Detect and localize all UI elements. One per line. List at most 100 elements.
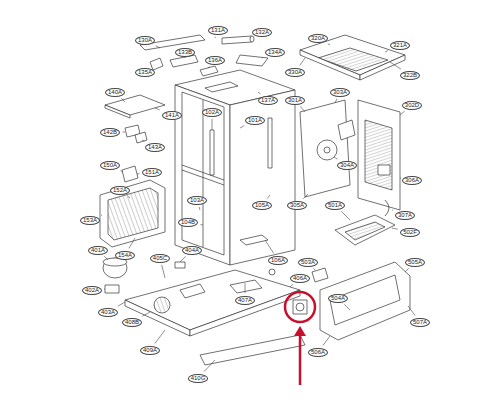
leader-line xyxy=(341,211,350,220)
leader-line xyxy=(265,240,274,253)
leader-line xyxy=(323,336,330,346)
callout-number: 304A xyxy=(337,161,357,170)
leader-line xyxy=(390,62,401,69)
leader-line xyxy=(104,256,108,260)
callout-number: 307A xyxy=(395,211,415,220)
callout-number: 330A xyxy=(285,68,305,77)
leader-line xyxy=(290,284,293,287)
leader-line xyxy=(151,66,153,68)
leader-line xyxy=(240,126,244,128)
callout-number: 406A xyxy=(290,274,310,283)
lower-cover xyxy=(320,262,410,340)
callout-number: 151A xyxy=(142,168,162,177)
leader-line xyxy=(180,256,186,262)
leader-line xyxy=(262,57,264,58)
callout-number: 408B xyxy=(122,318,142,327)
leader-line xyxy=(400,111,405,115)
callout-number: 504A xyxy=(328,294,348,303)
bracket xyxy=(338,120,355,140)
leader-line xyxy=(392,228,398,229)
callout-number: 305A xyxy=(287,201,307,210)
callout-number: 137A xyxy=(258,96,278,105)
leader-line xyxy=(121,98,125,102)
callout-number: 105A xyxy=(252,201,272,210)
callout-number: 103A xyxy=(187,196,207,205)
callout-number: 502F xyxy=(400,228,420,237)
leader-line xyxy=(121,171,123,172)
leader-line xyxy=(245,283,246,293)
leader-line xyxy=(204,360,215,372)
leader-line xyxy=(328,44,330,45)
leader-line xyxy=(385,51,388,52)
leader-line xyxy=(334,157,338,159)
leader-line xyxy=(400,178,402,179)
leader-line xyxy=(200,224,203,226)
leader-line xyxy=(155,108,160,110)
leader-line xyxy=(155,330,165,344)
callout-number: 154A xyxy=(115,251,135,260)
callout-number: 152A xyxy=(110,186,130,195)
callout-number: 407A xyxy=(235,296,255,305)
back-panel xyxy=(358,100,400,210)
callout-number: 131A xyxy=(208,26,228,35)
callout-number: 503A xyxy=(298,258,318,267)
leader-line xyxy=(104,289,106,290)
callout-number: 507A xyxy=(410,318,430,327)
callout-number: 404A xyxy=(182,246,202,255)
callout-number: 403A xyxy=(98,308,118,317)
callout-number: 101A xyxy=(245,116,265,125)
front-bar xyxy=(200,335,305,365)
fan-motor-part xyxy=(293,300,307,314)
callout-number: 104B xyxy=(178,218,198,227)
leader-line xyxy=(118,302,125,306)
leader-line xyxy=(314,268,315,270)
callout-number: 410G xyxy=(188,374,209,383)
leader-line xyxy=(212,119,213,130)
leader-line xyxy=(128,196,130,198)
top-bracket xyxy=(170,55,198,67)
leader-line xyxy=(185,57,186,58)
leader-line xyxy=(123,132,125,133)
leader-line xyxy=(101,215,103,216)
duct-cover xyxy=(300,100,350,197)
leader-line xyxy=(137,173,140,174)
callout-number: 140A xyxy=(105,88,125,97)
small-part xyxy=(122,166,138,182)
callout-number: 409A xyxy=(140,346,160,355)
callout-number: 501A xyxy=(325,201,345,210)
callout-number: 505A xyxy=(405,258,425,267)
callout-number: 506A xyxy=(308,348,328,357)
callout-number: 303A xyxy=(330,88,350,97)
callout-number: 132A xyxy=(252,28,272,37)
leader-line xyxy=(405,268,409,272)
callout-number: 102A xyxy=(202,108,222,117)
callout-number: 142B xyxy=(100,128,120,137)
fan-motor xyxy=(317,140,337,160)
leader-line xyxy=(344,304,350,310)
side-panel xyxy=(100,180,165,247)
callout-number: 321A xyxy=(390,41,410,50)
callout-number: 130A xyxy=(135,36,155,45)
leader-line xyxy=(129,238,135,248)
compressor xyxy=(103,258,127,278)
callout-number: 135A xyxy=(135,68,155,77)
leader-line xyxy=(267,195,270,199)
small-part xyxy=(150,58,163,70)
arrow-head xyxy=(294,326,306,336)
callout-number: 133B xyxy=(175,48,195,57)
highlight-circle xyxy=(285,292,315,322)
callout-number: 405C xyxy=(150,254,170,263)
callout-number: 322B xyxy=(400,71,420,80)
callout-number: 320A xyxy=(308,34,328,43)
cabinet xyxy=(175,70,295,265)
leader-line xyxy=(335,99,337,103)
leader-line xyxy=(156,46,160,48)
leader-line xyxy=(303,194,308,199)
hinge-cover xyxy=(236,55,268,66)
callout-number: 136A xyxy=(205,56,225,65)
callout-number: 401A xyxy=(88,246,108,255)
small-part xyxy=(135,132,147,143)
callout-number: 106A xyxy=(268,256,288,265)
